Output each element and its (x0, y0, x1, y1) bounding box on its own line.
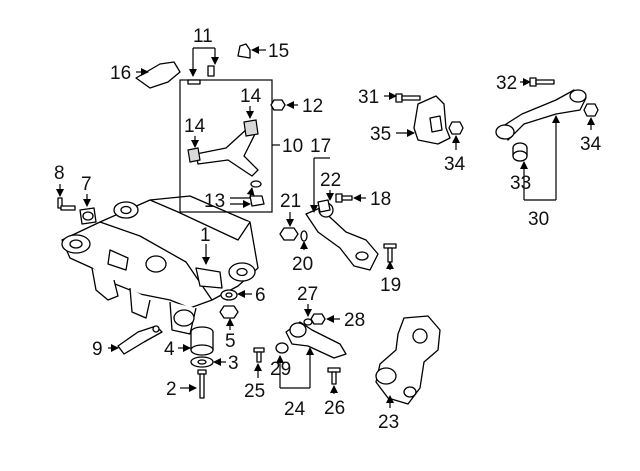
callout-24: 24 (284, 399, 306, 420)
nut-part-12 (270, 99, 286, 111)
callout-27: 27 (297, 284, 318, 305)
callout-labels: 1 2 3 4 5 6 7 8 9 10 11 12 13 14 14 15 1… (54, 26, 602, 433)
callout-5: 5 (225, 331, 236, 352)
callout-32: 32 (496, 73, 517, 94)
callout-16: 16 (110, 63, 131, 84)
bolt-part-19 (383, 243, 397, 263)
callout-6: 6 (255, 285, 266, 306)
callout-11: 11 (193, 26, 213, 47)
callout-28: 28 (344, 310, 365, 331)
leader-lines (56, 46, 595, 408)
callout-4: 4 (164, 339, 175, 360)
callout-29: 29 (270, 359, 291, 380)
bolt-part-25 (253, 347, 265, 363)
callout-34-left: 34 (444, 154, 466, 175)
nut-part-34b (583, 103, 599, 117)
callout-15: 15 (268, 41, 289, 62)
callout-34-right: 34 (580, 134, 602, 155)
bushing-part-29 (275, 342, 289, 354)
callout-26: 26 (324, 398, 345, 419)
callout-33: 33 (510, 173, 531, 194)
bolt-part-26 (327, 367, 341, 385)
upper-arm-group-box (179, 79, 273, 213)
cap-part-15 (237, 43, 251, 59)
nut-part-5 (219, 305, 239, 319)
bolt-part-32 (529, 77, 555, 87)
bolt-part-2 (197, 369, 207, 399)
link-part-24 (285, 321, 347, 359)
bolt-part-8 (57, 197, 76, 211)
callout-17: 17 (310, 136, 331, 157)
nut-part-21 (279, 227, 299, 241)
knuckle-part-23 (375, 315, 441, 405)
bracket-part-35 (413, 95, 451, 145)
callout-23: 23 (378, 412, 399, 433)
callout-8: 8 (54, 163, 65, 184)
callout-12: 12 (302, 96, 323, 117)
callout-7: 7 (81, 174, 92, 195)
nut-part-28 (310, 313, 326, 325)
callout-19: 19 (380, 275, 401, 296)
washer-part-27 (303, 318, 313, 326)
nut-part-34a (448, 121, 464, 135)
callout-22: 22 (320, 170, 341, 191)
bolt-part-11 (187, 65, 215, 85)
bolt-part-18 (335, 193, 353, 203)
callout-2: 2 (166, 379, 177, 400)
bolt-part-31 (395, 93, 421, 103)
callout-30: 30 (528, 209, 549, 230)
callout-35: 35 (370, 124, 391, 145)
callout-13: 13 (204, 191, 225, 212)
bushing-part-7 (79, 207, 97, 225)
lower-arm-part-17 (305, 202, 379, 271)
callout-14-lower: 14 (184, 116, 206, 137)
callout-10: 10 (282, 136, 303, 157)
bracket-part-16 (135, 61, 181, 89)
callout-18: 18 (370, 189, 391, 210)
callout-21: 21 (280, 191, 301, 212)
callout-14-upper: 14 (240, 86, 262, 107)
washer-part-6 (220, 289, 238, 301)
callout-3: 3 (228, 353, 239, 374)
callout-1: 1 (200, 225, 211, 246)
bushing-part-22 (317, 199, 331, 213)
mount-bushing-part (190, 326, 214, 356)
washer-part (190, 356, 214, 368)
washer-part-20 (300, 230, 308, 242)
callout-20: 20 (292, 254, 313, 275)
bracket-part-9 (117, 325, 163, 355)
callout-9: 9 (92, 339, 103, 360)
trailing-arm-part-30 (495, 89, 587, 141)
subframe-part (61, 195, 259, 335)
callout-25: 25 (244, 381, 265, 402)
bushing-part-33 (512, 142, 528, 162)
callout-31: 31 (358, 87, 379, 108)
